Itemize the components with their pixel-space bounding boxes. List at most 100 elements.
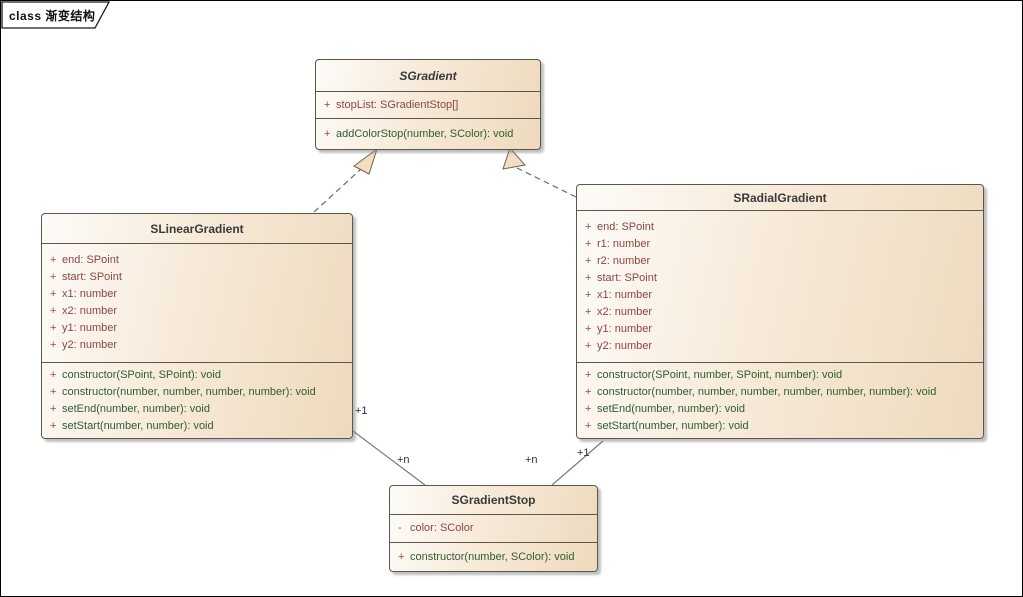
member-row: + x2: number [42, 303, 352, 320]
visibility-sign: + [398, 550, 405, 563]
attributes-compartment: + stopList: SGradientStop[] [316, 92, 540, 119]
member-row: + y1: number [577, 321, 983, 338]
member-text: constructor(number, number, number, numb… [597, 385, 937, 398]
visibility-sign: + [50, 339, 57, 351]
member-text: start: SPoint [597, 271, 657, 284]
member-row: + x1: number [577, 287, 983, 304]
visibility-sign: + [585, 220, 592, 233]
visibility-sign: + [50, 385, 57, 398]
member-row: + constructor(number, number, number, num… [577, 384, 983, 401]
class-name: SRadialGradient [733, 190, 827, 205]
visibility-sign: + [585, 254, 592, 267]
edge-realization-sradialgradient-sgradient[interactable] [502, 147, 577, 198]
visibility-sign: + [50, 368, 57, 381]
diagram-frame-title: class 渐变结构 [9, 9, 96, 23]
class-sgradient[interactable]: SGradient + stopList: SGradientStop[] + ad… [315, 59, 541, 150]
visibility-sign: + [585, 305, 592, 318]
member-row: + stopList: SGradientStop[] [316, 97, 540, 114]
member-row: +r2: number [577, 253, 983, 270]
attributes-compartment: +end: SPoint+r1: number+r2: number+start… [577, 211, 983, 363]
multiplicity-label: +n [525, 454, 538, 466]
visibility-sign: + [585, 237, 592, 250]
member-row: + addColorStop(number, SColor): void [316, 126, 540, 143]
edge-association-slineargradient-sgradientstop[interactable] [352, 430, 426, 486]
visibility-sign: + [50, 402, 57, 415]
member-text: x2: number [597, 305, 653, 318]
member-row: + constructor(number, SColor): void [390, 549, 597, 566]
member-row: + start: SPoint [577, 270, 983, 287]
member-row: -color: SColor [390, 520, 597, 537]
member-text: setStart(number, number): void [597, 419, 749, 432]
methods-compartment: + addColorStop(number, SColor): void [316, 119, 540, 149]
visibility-sign: + [324, 98, 331, 111]
class-sradialgradient[interactable]: SRadialGradient +end: SPoint+r1: number+… [576, 184, 984, 439]
class-sgradientstop[interactable]: SGradientStop -color: SColor + constructo… [389, 485, 598, 572]
member-row: +setEnd(number, number): void [577, 401, 983, 418]
member-row: + y2: number [42, 337, 352, 354]
multiplicity-label: +1 [577, 447, 590, 459]
member-text: stopList: SGradientStop[] [336, 98, 459, 111]
member-text: x2: number [62, 305, 118, 317]
member-text: y1: number [597, 322, 653, 335]
class-name: SGradient [399, 68, 457, 83]
multiplicity-label: +n [397, 454, 410, 466]
member-text: constructor(number, number, number, numb… [62, 385, 316, 398]
visibility-sign: + [585, 385, 592, 398]
visibility-sign: + [324, 127, 331, 140]
member-row: + setStart(number, number): void [577, 418, 983, 435]
visibility-sign: + [50, 322, 57, 334]
member-row: + y1: number [42, 320, 352, 337]
methods-compartment: + constructor(SPoint, number, SPoint, num… [577, 363, 983, 438]
member-row: + setStart(number, number): void [42, 418, 352, 435]
member-text: start: SPoint [62, 271, 122, 283]
member-row: + end: SPoint [42, 252, 352, 269]
class-name: SLinearGradient [150, 221, 244, 236]
member-row: + x1: number [42, 286, 352, 303]
visibility-sign: + [50, 288, 57, 300]
member-text: color: SColor [410, 522, 474, 534]
visibility-sign: + [585, 368, 592, 381]
member-text: x1: number [597, 288, 653, 301]
class-title-bar: SGradient [316, 60, 540, 92]
visibility-sign: + [585, 322, 592, 335]
class-title-bar: SLinearGradient [42, 214, 352, 244]
member-text: y2: number [62, 339, 118, 351]
class-slineargradient[interactable]: SLinearGradient + end: SPoint + start: SPoi… [41, 213, 353, 439]
member-row: + end: SPoint [577, 219, 983, 236]
visibility-sign: + [585, 288, 592, 301]
member-row: +r1: number [577, 236, 983, 253]
member-text: constructor(SPoint, SPoint): void [62, 368, 221, 381]
attributes-compartment: -color: SColor [390, 515, 597, 543]
visibility-sign: + [585, 402, 592, 415]
member-text: constructor(number, SColor): void [410, 550, 575, 563]
member-text: addColorStop(number, SColor): void [336, 127, 514, 140]
member-text: end: SPoint [62, 254, 119, 266]
visibility-sign: + [585, 339, 592, 352]
attributes-compartment: + end: SPoint + start: SPoint + x1: number + x2… [42, 244, 352, 363]
visibility-sign: + [50, 419, 57, 432]
member-row: + constructor(number, number, number, num… [42, 384, 352, 401]
edge-realization-slineargradient-sgradient[interactable] [313, 147, 378, 213]
visibility-sign: + [50, 271, 57, 283]
member-text: y2: number [597, 339, 653, 352]
member-text: y1: number [62, 322, 118, 334]
visibility-sign: + [585, 271, 592, 284]
member-text: x1: number [62, 288, 118, 300]
member-text: setEnd(number, number): void [62, 402, 210, 415]
member-text: constructor(SPoint, number, SPoint, numb… [597, 368, 843, 381]
visibility-sign: - [398, 522, 402, 534]
visibility-sign: + [50, 305, 57, 317]
member-row: + start: SPoint [42, 269, 352, 286]
visibility-sign: + [585, 419, 592, 432]
member-text: setStart(number, number): void [62, 419, 214, 432]
member-row: + constructor(SPoint, number, SPoint, num… [577, 367, 983, 384]
member-row: + setEnd(number, number): void [42, 401, 352, 418]
member-row: + x2: number [577, 304, 983, 321]
member-text: end: SPoint [597, 220, 654, 233]
multiplicity-label: +1 [355, 405, 368, 417]
class-name: SGradientStop [451, 493, 536, 507]
member-row: + y2: number [577, 338, 983, 355]
visibility-sign: + [50, 254, 57, 266]
class-title-bar: SRadialGradient [577, 185, 983, 211]
